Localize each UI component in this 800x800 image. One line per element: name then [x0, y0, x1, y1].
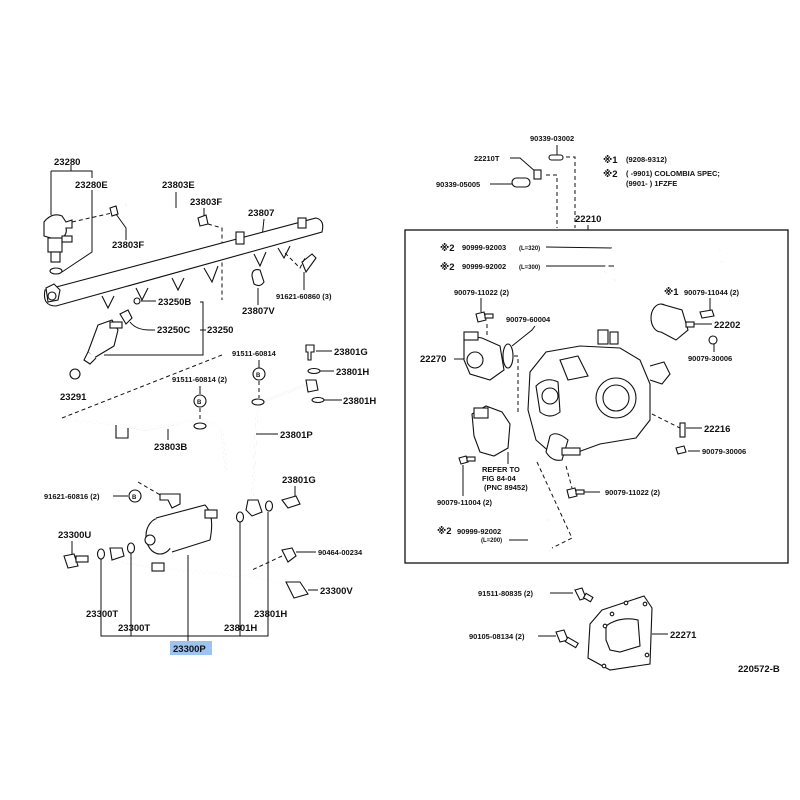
label-91621-60816[interactable]: 91621-60816 (2)	[44, 492, 100, 501]
label-90079-30006-a[interactable]: 90079-30006	[688, 354, 732, 363]
label-23801G-top[interactable]: 23801G	[334, 347, 368, 358]
note2-mark-hose-a: ※2	[440, 243, 455, 254]
label-23801P[interactable]: 23801P	[280, 430, 313, 441]
note1-text: (9208-9312)	[626, 155, 667, 164]
fuel-rail-group: 23280 23280E 23803F 23803E 23803F 23807	[43, 157, 376, 655]
label-90999-92002-a-length: (L=300)	[519, 265, 540, 271]
label-23300T-a[interactable]: 23300T	[86, 609, 118, 620]
fuel-line-23300V	[121, 561, 309, 599]
label-23801H-bot-a[interactable]: 23801H	[224, 623, 257, 634]
label-91511-60814[interactable]: 91511-60814	[232, 349, 277, 358]
label-23300P-highlighted[interactable]: 23300P	[173, 644, 206, 655]
label-90079-30006-b[interactable]: 90079-30006	[702, 447, 746, 456]
label-23291[interactable]: 23291	[60, 392, 87, 403]
label-23300U[interactable]: 23300U	[58, 530, 91, 541]
label-90999-92002-b[interactable]: 90999-92002	[457, 527, 501, 536]
fuel-pipe-23801P	[245, 379, 319, 517]
figure-id: 220572-B	[738, 664, 780, 675]
label-23250B[interactable]: 23250B	[158, 297, 191, 308]
label-23801G-bot[interactable]: 23801G	[282, 475, 316, 486]
label-91511-60814-2[interactable]: 91511-60814 (2)	[172, 375, 228, 384]
note1-mark-valve: ※1	[664, 287, 679, 298]
bolt-marker-b: B	[132, 495, 137, 501]
label-23807V[interactable]: 23807V	[242, 306, 275, 317]
label-90464-00234[interactable]: 90464-00234	[318, 548, 363, 557]
throttle-position-sensor-part	[471, 405, 511, 457]
label-91511-80835[interactable]: 91511-80835 (2)	[478, 589, 534, 598]
idle-air-valve-part	[463, 331, 505, 381]
label-23250C[interactable]: 23250C	[157, 325, 190, 336]
fuel-rail-part	[43, 217, 324, 310]
label-23300V[interactable]: 23300V	[320, 586, 353, 597]
label-90999-92003-length: (L=320)	[519, 246, 540, 252]
highlight-box	[170, 641, 212, 655]
label-23250[interactable]: 23250	[207, 325, 233, 336]
label-91621-60860[interactable]: 91621-60860 (3)	[276, 292, 332, 301]
note2-mark-hose-b: ※2	[440, 262, 455, 273]
label-23803B[interactable]: 23803B	[154, 442, 187, 453]
label-22210T[interactable]: 22210T	[474, 154, 500, 163]
label-90339-05005[interactable]: 90339-05005	[436, 180, 480, 189]
label-22270[interactable]: 22270	[420, 354, 446, 365]
throttle-body-part	[527, 329, 671, 461]
note2-line1: ( -9901) COLOMBIA SPEC;	[626, 169, 720, 178]
note1-mark: ※1	[603, 155, 618, 166]
refer-note-line2: FIG 84-04	[482, 474, 517, 483]
bolt-marker-b: B	[197, 400, 202, 406]
fuel-filter-part	[144, 493, 218, 555]
label-90999-92002-b-length: (L=200)	[481, 538, 502, 544]
label-22210[interactable]: 22210	[575, 214, 601, 225]
label-90079-60004[interactable]: 90079-60004	[506, 315, 551, 324]
label-90079-11004[interactable]: 90079-11004 (2)	[437, 498, 493, 507]
note2-mark: ※2	[603, 169, 618, 180]
label-22271[interactable]: 22271	[670, 630, 697, 641]
label-90105-08134[interactable]: 90105-08134 (2)	[469, 632, 525, 641]
label-90999-92002-a[interactable]: 90999-92002	[462, 262, 506, 271]
fuel-injector-part	[83, 319, 123, 365]
label-22202[interactable]: 22202	[714, 320, 740, 331]
label-90079-11022-a[interactable]: 90079-11022 (2)	[454, 288, 510, 297]
label-22216[interactable]: 22216	[704, 424, 730, 435]
gasket-22271-part	[587, 595, 653, 671]
label-23801H-mid[interactable]: 23801H	[343, 396, 376, 407]
label-90079-11044[interactable]: 90079-11044 (2)	[684, 288, 740, 297]
label-23801H-top[interactable]: 23801H	[336, 367, 369, 378]
label-23803F-left[interactable]: 23803F	[112, 240, 144, 251]
refer-note-line1: REFER TO	[482, 465, 520, 474]
label-23803F-top[interactable]: 23803F	[190, 197, 222, 208]
label-23801H-bot-b[interactable]: 23801H	[254, 609, 287, 620]
label-23803E[interactable]: 23803E	[162, 180, 195, 191]
label-23280E[interactable]: 23280E	[75, 180, 108, 191]
refer-note-line3: (PNC 89452)	[484, 483, 528, 492]
label-23300T-b[interactable]: 23300T	[118, 623, 150, 634]
assembly-frame	[404, 229, 789, 564]
note2-line2: (9901- ) 1FZFE	[626, 179, 677, 188]
label-90079-11022-b[interactable]: 90079-11022 (2)	[605, 488, 661, 497]
note2-mark-hose-c: ※2	[437, 526, 452, 537]
hose-pair-part	[603, 243, 723, 285]
vacuum-valve-part	[650, 303, 695, 341]
label-23807[interactable]: 23807	[248, 208, 274, 219]
label-90999-92003[interactable]: 90999-92003	[462, 243, 506, 252]
fuel-pipe-23803B	[75, 418, 227, 471]
pressure-regulator-part	[43, 214, 73, 275]
label-23280[interactable]: 23280	[54, 157, 80, 168]
throttle-body-group: ※1 (9208-9312) ※2 ( -9901) COLOMBIA SPEC…	[404, 134, 789, 675]
bolt-marker-b: B	[256, 373, 261, 379]
label-90339-03002[interactable]: 90339-03002	[530, 134, 574, 143]
